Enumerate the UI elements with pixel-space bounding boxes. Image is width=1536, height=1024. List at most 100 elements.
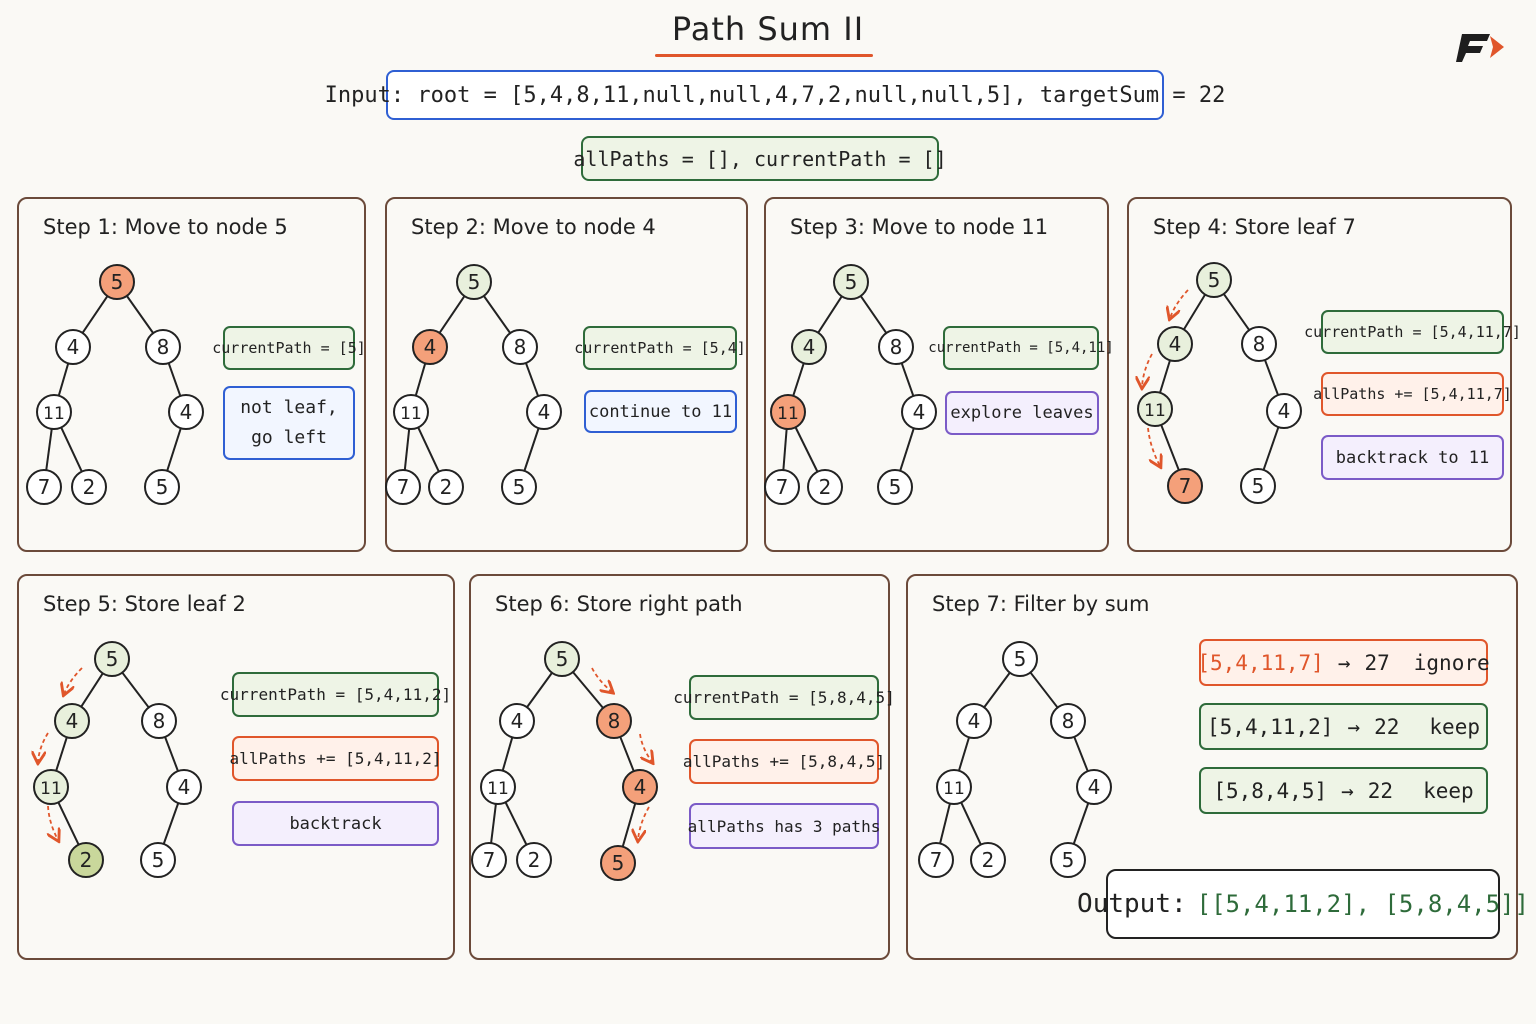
tree-node	[140, 842, 176, 878]
tree-node	[499, 703, 535, 739]
current-path-tag: currentPath = [5,4,11,7]	[1304, 310, 1521, 354]
tree-edge	[57, 363, 70, 396]
result-sum: 22	[1367, 778, 1394, 803]
tree-node	[33, 769, 69, 805]
tree-node-value: 2	[982, 848, 995, 872]
tree-node	[1076, 769, 1112, 805]
traversal-arrow	[1147, 427, 1160, 466]
tree-node-value: 11	[487, 779, 509, 799]
result-sum: 27	[1364, 650, 1390, 675]
tree-node-value: 5	[845, 270, 858, 294]
note-line-2: go left	[251, 427, 327, 448]
note-tag: continue to 11	[584, 390, 737, 433]
brand-logo-icon	[1456, 34, 1504, 62]
tree-node	[1157, 326, 1193, 362]
step-title: Step 1: Move to node 5	[43, 215, 288, 239]
traversal-arrow	[64, 667, 83, 694]
note-tag: backtrack	[232, 801, 439, 846]
tree-node	[600, 845, 636, 881]
tree-edge	[957, 736, 971, 772]
tree-node-value: 4	[968, 709, 981, 733]
tree-node-value: 8	[1253, 332, 1266, 356]
tree-edge	[1262, 426, 1280, 471]
tree-node-value: 8	[514, 335, 527, 359]
step-title: Step 2: Move to node 4	[411, 215, 656, 239]
tree-node	[1002, 641, 1038, 677]
tree-node-value: 5	[556, 647, 569, 671]
tree-node	[1137, 391, 1173, 427]
tree-node-value: 5	[156, 475, 169, 499]
tree-edge	[81, 295, 109, 334]
tree-node	[501, 469, 537, 505]
tree-edge	[504, 801, 528, 846]
tree-node-value: 8	[890, 335, 903, 359]
tree-node-value: 4	[1088, 775, 1101, 799]
tree-edge	[438, 295, 466, 334]
output-value: [[5,4,11,2], [5,8,4,5]]	[1196, 890, 1529, 918]
tree-node-value: 8	[608, 709, 621, 733]
step-title: Step 4: Store leaf 7	[1153, 215, 1356, 239]
tree-node-value: 11	[1144, 401, 1166, 421]
result-verdict: keep	[1429, 714, 1480, 739]
output-label: Output:	[1077, 889, 1187, 919]
arrow-icon: →	[1347, 714, 1361, 739]
tree-node	[55, 329, 91, 365]
tree-node-value: 2	[83, 475, 96, 499]
tree-edge	[501, 737, 514, 771]
tree-edge	[45, 428, 53, 471]
tree-node-value: 5	[152, 848, 165, 872]
tree-edge	[60, 426, 83, 473]
tree-edge	[166, 427, 182, 472]
tree-edge	[859, 295, 888, 334]
tree-node	[36, 394, 72, 430]
tree-node-value: 4	[67, 335, 80, 359]
tree-node-value: 5	[1062, 848, 1075, 872]
all-paths-add-tag: allPaths += [5,4,11,7]	[1313, 372, 1512, 416]
step-title: Step 6: Store right path	[495, 592, 743, 616]
tree-edge	[162, 802, 180, 845]
tree-node-value: 7	[38, 475, 51, 499]
tree-node	[471, 842, 507, 878]
tree-node	[26, 469, 62, 505]
tree-node-value: 4	[66, 709, 79, 733]
tree-edge	[900, 362, 915, 397]
tree-node	[428, 469, 464, 505]
tree-node-value: 5	[889, 475, 902, 499]
tree-node	[502, 329, 538, 365]
result-row: [5,4,11,2] → 22 keep	[1199, 703, 1488, 750]
tree-node	[71, 469, 107, 505]
tree-edge	[782, 428, 788, 471]
current-path-tag: currentPath = [5]	[212, 326, 366, 370]
tree-node	[94, 641, 130, 677]
init-state-box: allPaths = [], currentPath = []	[573, 136, 947, 181]
tree-node-value: 7	[776, 475, 789, 499]
tree-node-value: 5	[1252, 474, 1265, 498]
tree-node-value: 4	[1169, 332, 1182, 356]
result-sum: 22	[1374, 714, 1400, 739]
tree-node	[412, 329, 448, 365]
tree-node	[1167, 468, 1203, 504]
tree-node-value: 5	[1208, 268, 1221, 292]
tree-node	[936, 769, 972, 805]
current-path-tag: currentPath = [5,4,11]	[928, 326, 1114, 370]
traversal-arrow	[591, 667, 612, 692]
step-3-panel: Step 3: Move to node 11	[764, 197, 1109, 552]
tree-node	[956, 703, 992, 739]
tree-node-value: 5	[513, 475, 526, 499]
tree-node	[1050, 842, 1086, 878]
tree-node	[770, 394, 806, 430]
tree-node	[901, 394, 937, 430]
tree-edge	[121, 671, 150, 709]
result-row: [5,4,11,7] → 27 ignore	[1197, 639, 1490, 686]
tree-node	[526, 394, 562, 430]
tree-node	[385, 469, 421, 505]
tree-node	[877, 469, 913, 505]
tree-node	[1240, 468, 1276, 504]
tree-edge	[621, 803, 637, 847]
tree-node	[918, 842, 954, 878]
tree-node-value: 8	[157, 335, 170, 359]
tree-node-value: 4	[178, 775, 191, 799]
tree-edge	[126, 295, 154, 334]
